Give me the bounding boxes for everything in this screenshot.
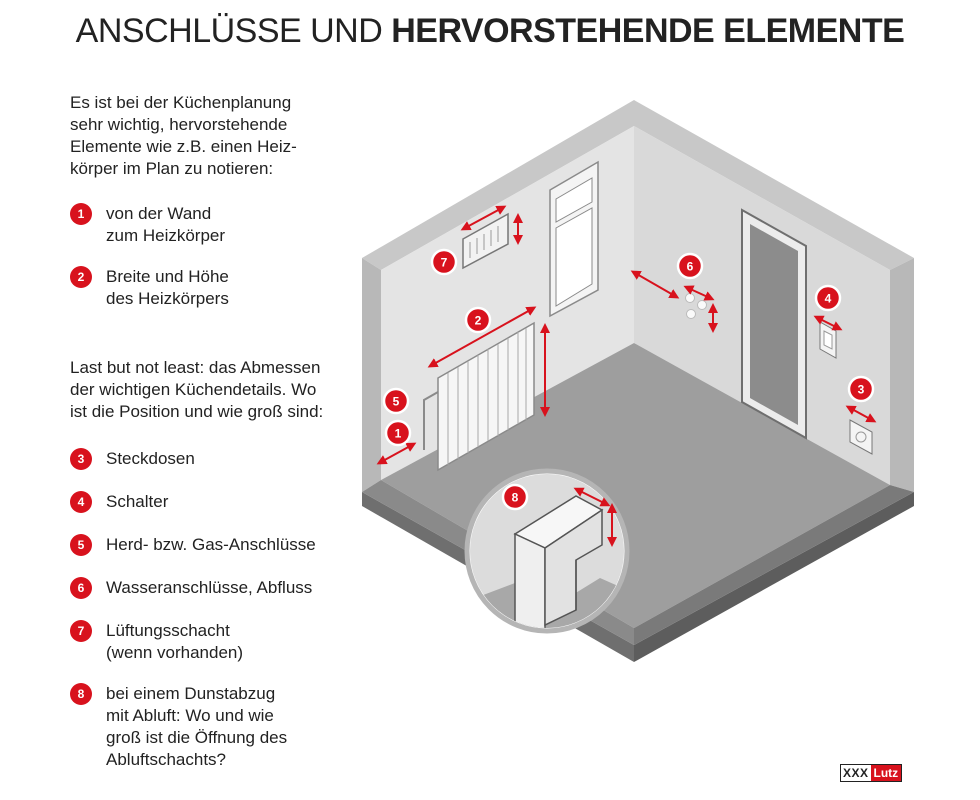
number-badge: 7	[70, 620, 92, 642]
marker-label: 7	[441, 256, 448, 270]
socket	[849, 419, 873, 455]
list-item-4: 4 Schalter	[70, 491, 168, 513]
marker-3: 3	[847, 375, 875, 403]
number-badge: 3	[70, 448, 92, 470]
list-item-8: 8 bei einem Dunstabzug mit Abluft: Wo un…	[70, 683, 287, 771]
marker-circle	[430, 248, 458, 276]
item-line: Abluftschachts?	[106, 750, 227, 769]
item-line: Herd- bzw. Gas-Anschlüsse	[106, 535, 316, 554]
intro2-text: Last but not least: das Abmessen der wic…	[70, 357, 330, 423]
marker-4: 4	[814, 284, 842, 312]
list-item-5: 5 Herd- bzw. Gas-Anschlüsse	[70, 534, 316, 556]
window	[549, 160, 599, 318]
list-item-2: 2 Breite und Höhe des Heizkörpers	[70, 266, 229, 310]
marker-label: 4	[825, 292, 832, 306]
marker-2: 2	[464, 306, 492, 334]
page-title: ANSCHLÜSSE UND HERVORSTEHENDE ELEMENTE	[0, 12, 980, 51]
brand-logo: XXX Lutz	[840, 764, 903, 782]
number-badge: 2	[70, 266, 92, 288]
marker-8: 8	[501, 483, 529, 511]
item-line: des Heizkörpers	[106, 289, 229, 308]
marker-5: 5	[382, 387, 410, 415]
number-badge: 1	[70, 203, 92, 225]
intro-line: Es ist bei der Küchenplanung	[70, 93, 292, 112]
door	[741, 208, 807, 440]
dimension-arrows	[376, 205, 877, 465]
title-light: ANSCHLÜSSE UND	[75, 12, 383, 50]
zoom-circle	[464, 468, 630, 634]
intro2-line: Last but not least: das Abmessen	[70, 358, 321, 377]
number-badge: 4	[70, 491, 92, 513]
marker-label: 3	[858, 383, 865, 397]
list-item-3: 3 Steckdosen	[70, 448, 195, 470]
item-line: Schalter	[106, 492, 169, 511]
logo-part-a: XXX	[841, 765, 871, 781]
intro-text: Es ist bei der Küchenplanung sehr wichti…	[70, 92, 330, 180]
base-right	[634, 492, 914, 662]
marker-7: 7	[430, 248, 458, 276]
number-badge: 6	[70, 577, 92, 599]
marker-circle	[676, 252, 704, 280]
marker-circle	[464, 306, 492, 334]
number-badge: 5	[70, 534, 92, 556]
marker-label: 8	[512, 491, 519, 505]
room-diagram: 7 2 5 1 6 4 3 8	[362, 100, 914, 662]
item-line: von der Wand	[106, 204, 212, 223]
item-line: zum Heizkörper	[106, 226, 226, 245]
list-item-6: 6 Wasseranschlüsse, Abfluss	[70, 577, 312, 599]
marker-6: 6	[676, 252, 704, 280]
marker-label: 2	[475, 314, 482, 328]
marker-circle	[384, 419, 412, 447]
intro2-line: der wichtigen Küchendetails. Wo	[70, 380, 317, 399]
marker-1: 1	[384, 419, 412, 447]
marker-label: 6	[687, 260, 694, 274]
number-badge: 8	[70, 683, 92, 705]
title-bold: HERVORSTEHENDE ELEMENTE	[391, 12, 905, 50]
marker-label: 5	[393, 395, 400, 409]
marker-circle	[847, 375, 875, 403]
item-line: Lüftungsschacht	[106, 621, 230, 640]
wall-caps	[362, 100, 914, 492]
item-line: (wenn vorhanden)	[106, 643, 244, 662]
item-line: groß ist die Öffnung des	[106, 728, 288, 747]
logo-part-b: Lutz	[870, 765, 902, 781]
intro2-line: ist die Position und wie groß sind:	[70, 402, 324, 421]
intro-line: körper im Plan zu notieren:	[70, 159, 274, 178]
item-line: bei einem Dunstabzug	[106, 684, 276, 703]
list-item-7: 7 Lüftungsschacht (wenn vorhanden)	[70, 620, 243, 664]
intro-line: Elemente wie z.B. einen Heiz-	[70, 137, 297, 156]
marker-circle	[814, 284, 842, 312]
marker-circle	[501, 483, 529, 511]
item-line: Wasseranschlüsse, Abfluss	[106, 578, 313, 597]
list-item-1: 1 von der Wand zum Heizkörper	[70, 203, 225, 247]
item-line: Breite und Höhe	[106, 267, 229, 286]
item-line: Steckdosen	[106, 449, 195, 468]
marker-circle	[382, 387, 410, 415]
intro-line: sehr wichtig, hervorstehende	[70, 115, 288, 134]
item-line: mit Abluft: Wo und wie	[106, 706, 274, 725]
marker-label: 1	[395, 427, 402, 441]
